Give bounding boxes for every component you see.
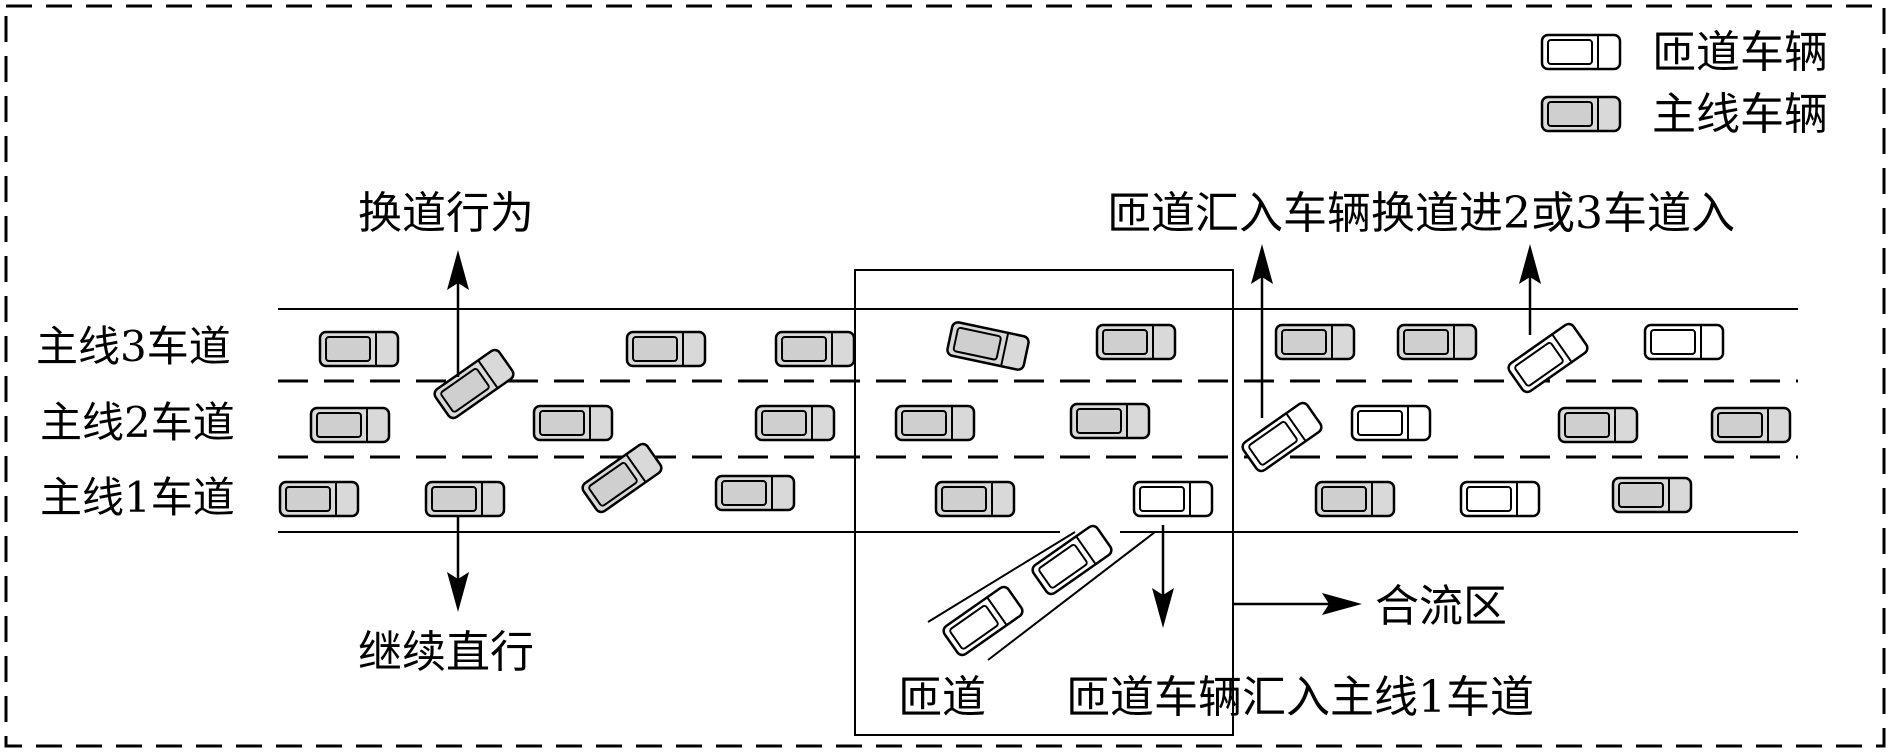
merge-zone-label: 合流区 <box>1375 581 1507 632</box>
main-vehicle <box>934 480 1016 518</box>
merge-zone-arrowhead <box>1322 593 1362 615</box>
main-vehicle <box>278 480 360 518</box>
go-straight-label: 继续直行 <box>358 627 534 678</box>
main-vehicle <box>424 480 506 518</box>
main-vehicle <box>754 404 836 442</box>
ramp-label: 匝道 <box>898 672 986 723</box>
main-vehicle <box>532 404 614 442</box>
main-vehicle <box>894 404 976 442</box>
main-vehicle <box>1274 323 1356 361</box>
main-vehicle <box>579 440 665 516</box>
main-vehicle <box>309 406 391 444</box>
ramp-edge-upper <box>927 531 1076 623</box>
ramp-change-lane-label: 匝道汇入车辆换道进2或3车道入 <box>1107 188 1735 239</box>
ramp-vehicle <box>1132 480 1214 518</box>
legend: 匝道车辆 主线车辆 <box>1540 27 1828 140</box>
ramp-lane3-arrowhead <box>1519 244 1541 284</box>
legend-main-vehicle-icon <box>1540 95 1622 133</box>
ramp-lane2-arrowhead <box>1251 244 1273 284</box>
ramp-vehicle <box>1505 320 1591 396</box>
main-vehicle <box>431 346 517 422</box>
main-vehicle <box>1095 323 1177 361</box>
outer-frame <box>4 4 1886 748</box>
main-vehicle <box>1396 323 1478 361</box>
main-vehicle <box>1611 476 1693 514</box>
ramp-merge-lane1-label: 匝道车辆汇入主线1车道 <box>1066 672 1534 723</box>
legend-main-vehicle-label: 主线车辆 <box>1652 89 1828 140</box>
main-vehicle <box>945 320 1031 372</box>
go-straight-arrowhead <box>447 572 469 612</box>
main-vehicle <box>714 474 796 512</box>
main-vehicle <box>1557 406 1639 444</box>
main-vehicle <box>625 330 707 368</box>
merge-zone-box <box>854 269 1234 736</box>
arrows <box>447 244 1541 628</box>
lane-change-arrowhead <box>447 250 469 290</box>
main-vehicle <box>774 330 856 368</box>
ramp-vehicle <box>1350 404 1432 442</box>
main-vehicle <box>318 330 400 368</box>
legend-ramp-vehicle-icon <box>1540 33 1622 71</box>
legend-ramp-vehicle-label: 匝道车辆 <box>1652 27 1828 78</box>
main-vehicle <box>1314 480 1396 518</box>
ramp-merge-arrowhead <box>1152 588 1174 628</box>
ramp-vehicle <box>1239 399 1325 475</box>
main-vehicle <box>1710 406 1792 444</box>
lane-change-label: 换道行为 <box>358 188 534 239</box>
main-vehicle <box>1069 402 1151 440</box>
lane3-label: 主线3车道 <box>36 322 231 371</box>
ramp-vehicle <box>1643 323 1725 361</box>
ramp-edge-lower <box>987 531 1156 661</box>
lane2-label: 主线2车道 <box>40 398 235 447</box>
ramp-vehicle <box>940 583 1026 659</box>
ramp-vehicle <box>1459 480 1541 518</box>
lane1-label: 主线1车道 <box>40 473 235 522</box>
